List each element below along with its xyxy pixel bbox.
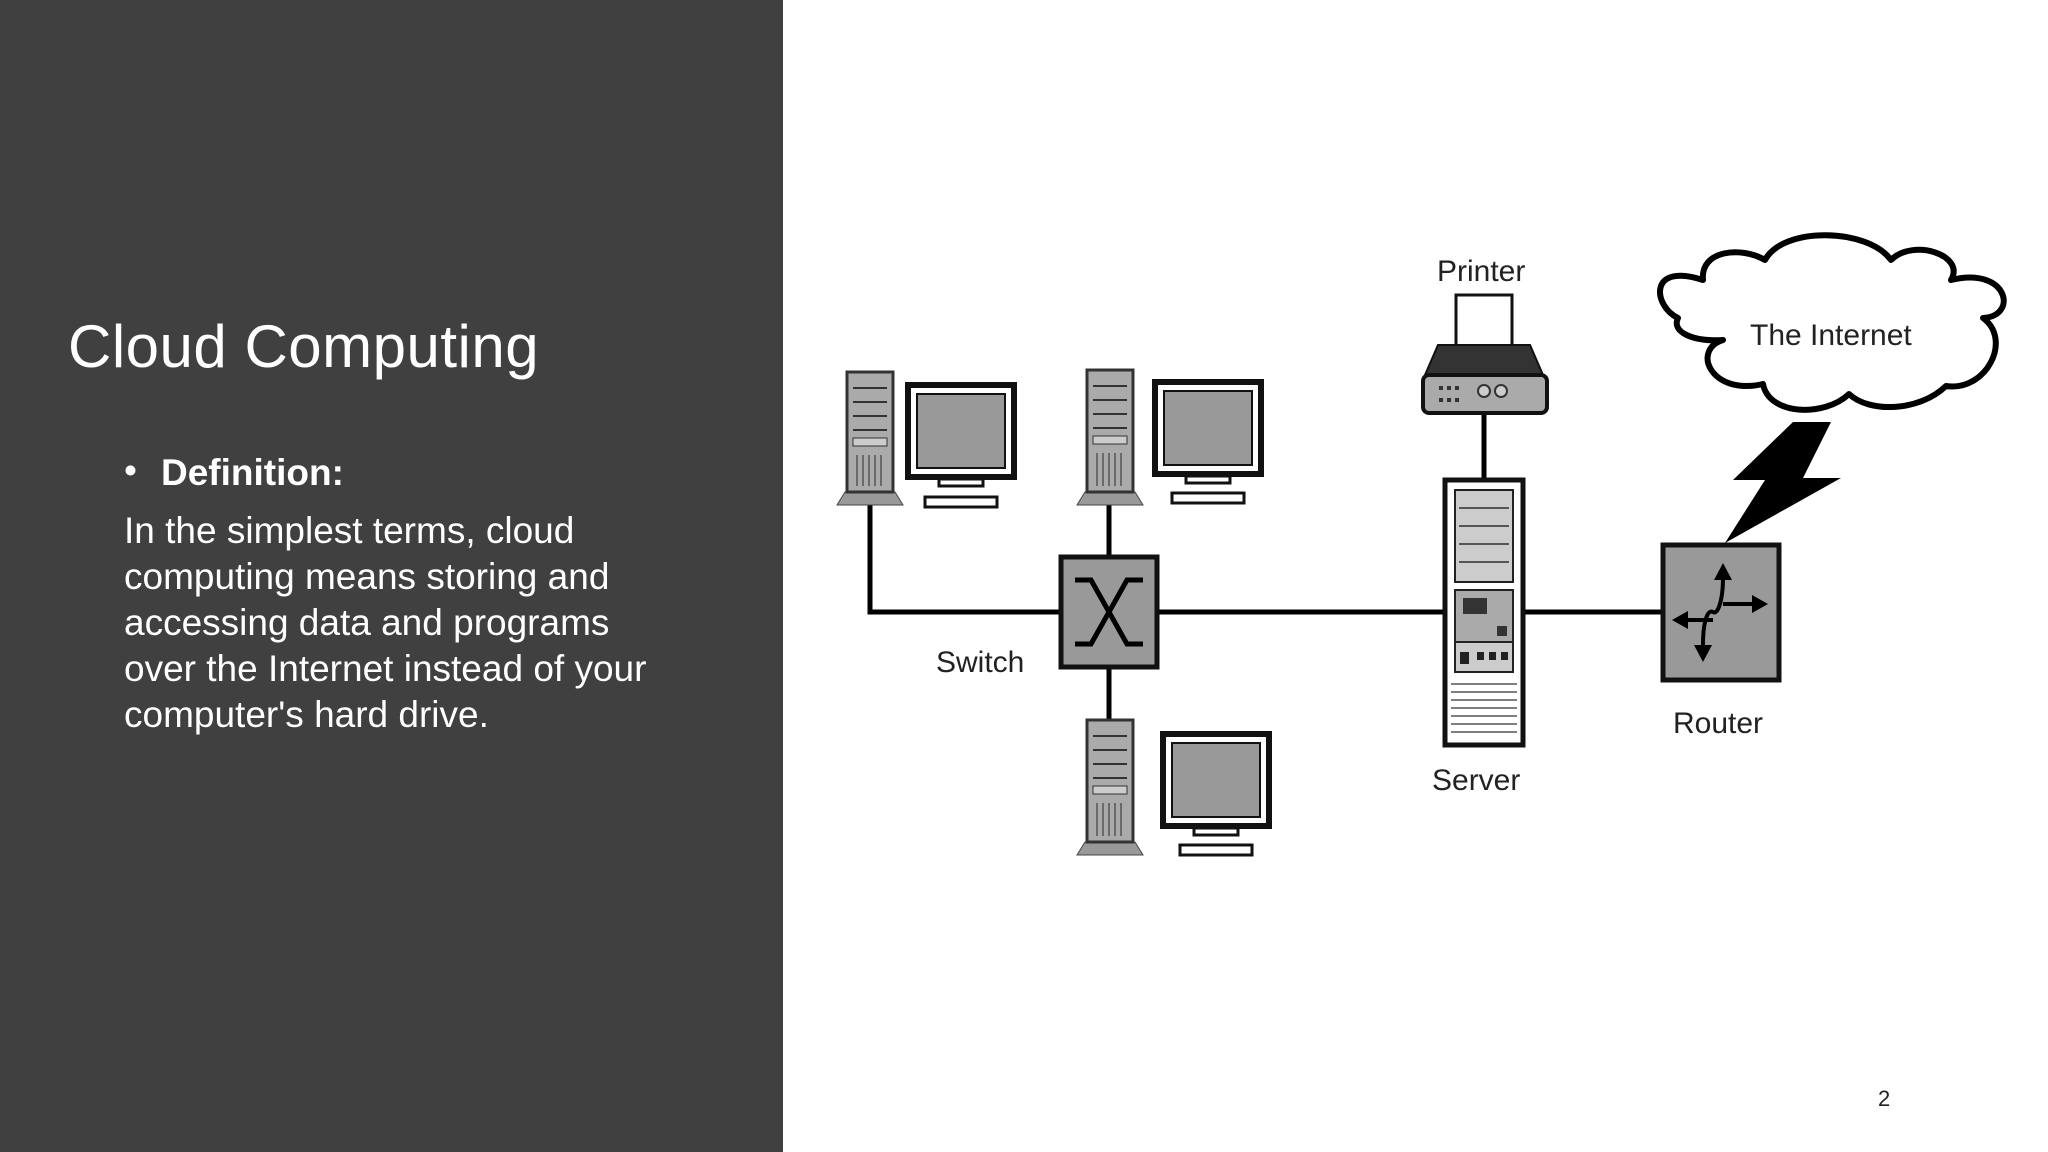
- monitor-icon: [905, 382, 1017, 509]
- definition-label: Definition:: [161, 452, 344, 493]
- bullet-dot-icon: •: [124, 450, 137, 491]
- server-icon: [1442, 477, 1526, 748]
- link-pc1-switch: [867, 505, 1061, 615]
- printer-icon: [1421, 293, 1549, 415]
- page-number: 2: [1878, 1086, 1891, 1111]
- computer-3: [1076, 718, 1272, 857]
- server-label: Server: [1432, 764, 1520, 797]
- switch-icon: [1058, 554, 1160, 670]
- tower-icon: [1076, 718, 1144, 856]
- tower-icon: [1076, 368, 1144, 506]
- definition-text: In the simplest terms, cloud computing m…: [124, 510, 647, 735]
- network-diagram: Switch Printer: [836, 232, 2007, 857]
- computer-2: [1076, 368, 1264, 506]
- printer-label: Printer: [1437, 255, 1525, 288]
- tower-icon: [836, 370, 904, 506]
- computer-1: [836, 370, 1017, 509]
- lightning-bolt-icon: [1725, 422, 1841, 543]
- internet-cloud-icon: [1657, 232, 2007, 413]
- internet-label: The Internet: [1750, 319, 1912, 352]
- router-label: Router: [1673, 707, 1763, 740]
- left-text-panel: Cloud Computing • Definition: In the sim…: [0, 0, 783, 1152]
- slide-title: Cloud Computing: [68, 313, 540, 380]
- monitor-icon: [1160, 731, 1272, 857]
- switch-label: Switch: [936, 646, 1024, 679]
- network-connections: [867, 413, 1663, 720]
- monitor-icon: [1152, 379, 1264, 505]
- router-icon: [1660, 542, 1782, 683]
